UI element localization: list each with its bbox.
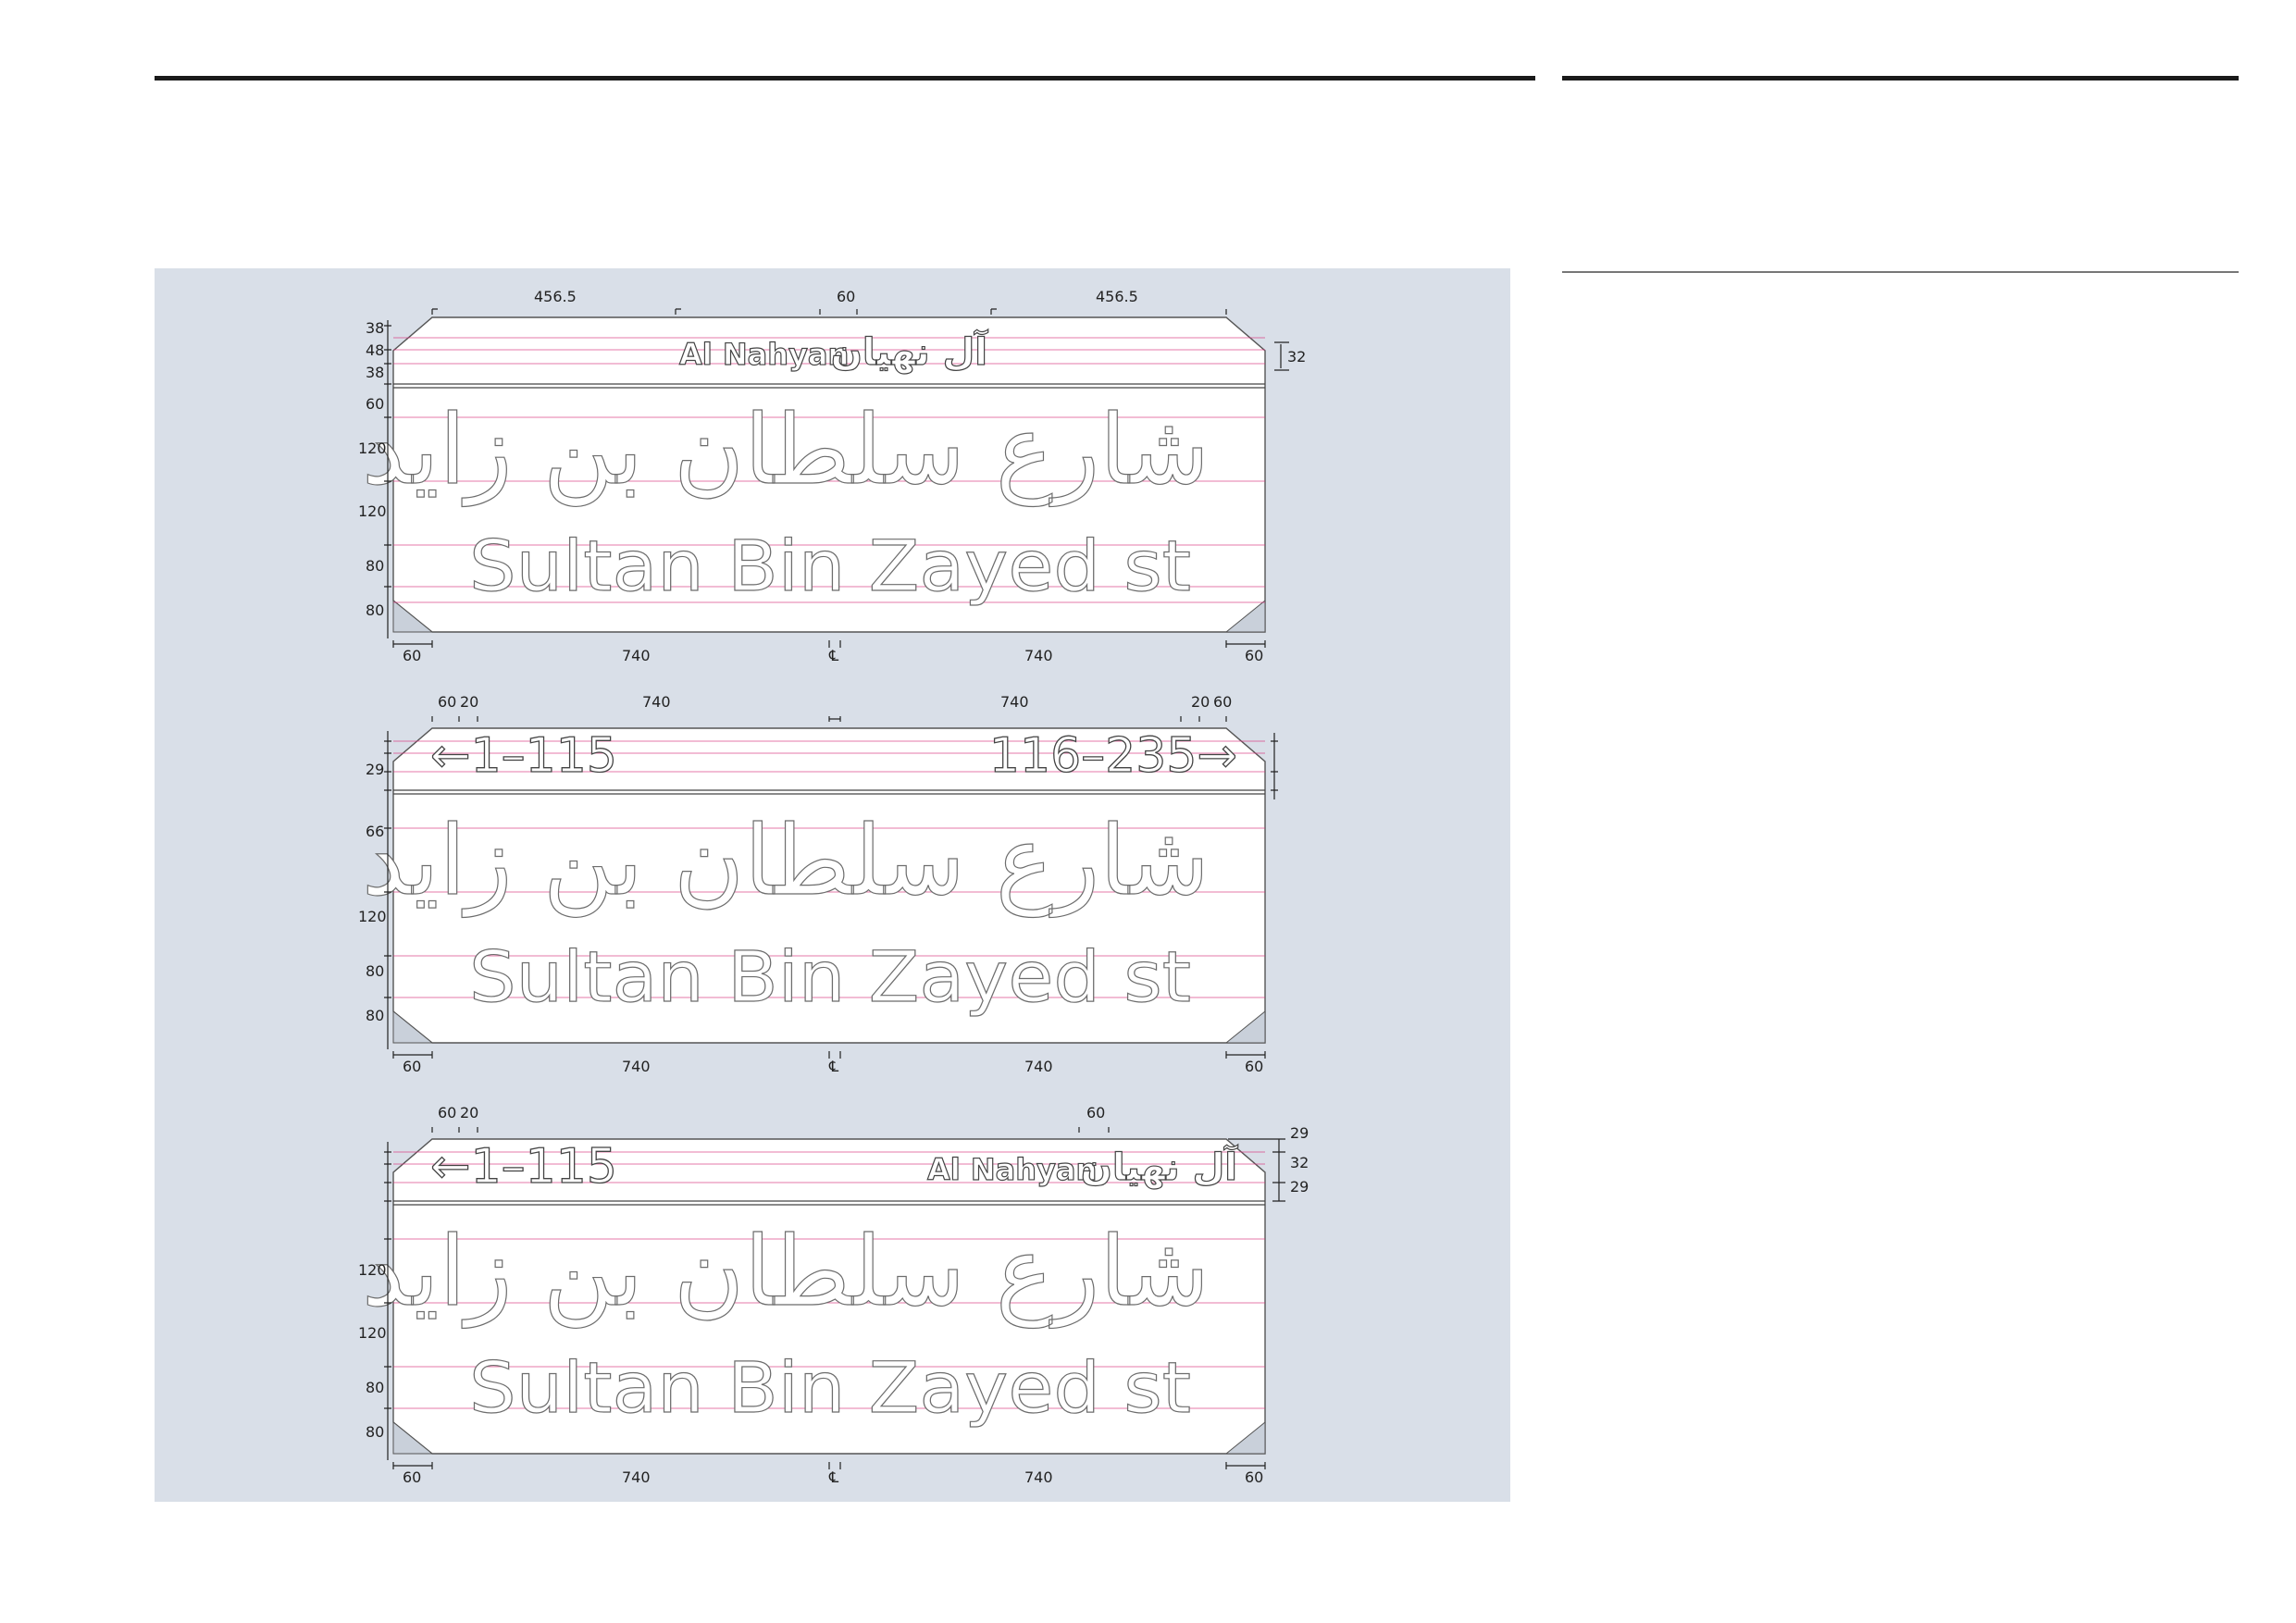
sign-3: ←1–115 Al Nahyan آل نهيان شارع سلطان بن …	[358, 1104, 1309, 1486]
sign-1-bottom-dim-4: 740	[1024, 647, 1053, 664]
sign-1-top-dim-3: 456.5	[1096, 288, 1138, 305]
sign-2-left-dim-3: 120	[358, 908, 387, 925]
sign-2-left-dim-2: 66	[366, 823, 384, 840]
sign-1-header-en: Al Nahyan	[679, 337, 849, 372]
sign-1-left-dim-6: 120	[358, 502, 387, 520]
sign-3-header-en: Al Nahyan	[927, 1152, 1097, 1187]
sign-3-left-dim-3: 80	[366, 1379, 384, 1396]
sign-3-right-dim-3: 29	[1290, 1178, 1309, 1196]
sign-1-header-ar: آل نهيان	[831, 328, 989, 374]
sign-2-guides	[393, 740, 1265, 998]
sign-2-bottom-dim-4: 740	[1024, 1058, 1053, 1075]
sign-2-bottom-dim-1: 60	[403, 1058, 421, 1075]
sign-1-left-dim-2: 48	[366, 341, 384, 359]
sign-2-right-dims	[1271, 733, 1278, 799]
sign-2-top-dim-4: 740	[1000, 693, 1029, 711]
sign-1-bottom-dim-1: 60	[403, 647, 421, 664]
sign-2-left-range: ←1–115	[430, 728, 617, 784]
sign-3-left-dim-2: 120	[358, 1324, 387, 1342]
sign-2-top-dim-6: 60	[1213, 693, 1232, 711]
sign-3-left-dim-1: 120	[358, 1261, 387, 1279]
sign-2-top-dim-1: 60	[438, 693, 456, 711]
sign-1-left-dim-8: 80	[366, 601, 384, 619]
sign-3-left-range: ←1–115	[430, 1139, 617, 1195]
sign-1-top-dim-2: 60	[837, 288, 855, 305]
sign-3-right-dim-2: 32	[1290, 1154, 1309, 1171]
sign-3-bottom-dim-1: 60	[403, 1468, 421, 1486]
sign-1-left-dim-1: 38	[366, 319, 384, 337]
sign-3-header-ar: آل نهيان	[1081, 1144, 1239, 1189]
sign-2-top-dim-3: 740	[642, 693, 671, 711]
sign-3-top-dim-2: 20	[460, 1104, 478, 1121]
sign-1-left-dim-3: 38	[366, 364, 384, 381]
sign-1-top-dim-1: 456.5	[534, 288, 577, 305]
sign-2-main-ar: شارع سلطان بن زايد	[362, 804, 1210, 918]
sign-3-main-en: Sultan Bin Zayed st	[469, 1346, 1191, 1429]
sign-3-bottom-dim-2: 740	[622, 1468, 651, 1486]
sign-1-left-dim-5: 120	[358, 440, 387, 457]
sidebar-divider	[1562, 271, 2239, 273]
sign-3-right-dim-1: 29	[1290, 1124, 1309, 1142]
sign-2-left-dim-4: 80	[366, 962, 384, 980]
sign-3-main-ar: شارع سلطان بن زايد	[362, 1215, 1210, 1329]
sign-2-left-dim-1: 29	[366, 761, 384, 778]
sign-2-top-dim-5: 20	[1191, 693, 1210, 711]
sign-1-main-en: Sultan Bin Zayed st	[469, 525, 1191, 607]
header-rule-right	[1562, 76, 2239, 81]
sign-drawings: Al Nahyan آل نهيان شارع سلطان بن زايد Su…	[358, 288, 1309, 1486]
sign-3-left-dim-4: 80	[366, 1423, 384, 1441]
sign-1-main-ar: شارع سلطان بن زايد	[362, 393, 1210, 507]
sign-2-bottom-dim-2: 740	[622, 1058, 651, 1075]
sign-2-main-en: Sultan Bin Zayed st	[469, 935, 1191, 1018]
sign-3-centerline: ℄	[828, 1468, 839, 1486]
sign-3-top-dim-3: 60	[1086, 1104, 1105, 1121]
sign-3-bottom-dim-5: 60	[1245, 1468, 1263, 1486]
sign-2-right-range: 116–235→	[989, 728, 1237, 784]
sign-1-guides	[393, 337, 1265, 603]
sign-2-left-dim-5: 80	[366, 1007, 384, 1024]
sign-2-top-dim-2: 20	[460, 693, 478, 711]
sign-1: Al Nahyan آل نهيان شارع سلطان بن زايد Su…	[358, 288, 1306, 664]
drawing-panel: Al Nahyan آل نهيان شارع سلطان بن زايد Su…	[155, 268, 1510, 1502]
sign-2: ←1–115 116–235→ شارع سلطان بن زايد Sulta…	[358, 693, 1278, 1075]
sign-3-top-dim-1: 60	[438, 1104, 456, 1121]
sign-1-bottom-dim-2: 740	[622, 647, 651, 664]
sign-2-bottom-dim-5: 60	[1245, 1058, 1263, 1075]
sign-3-guides	[393, 1151, 1265, 1409]
sign-1-bottom-dim-5: 60	[1245, 647, 1263, 664]
sign-3-bottom-dim-4: 740	[1024, 1468, 1053, 1486]
sign-2-centerline: ℄	[828, 1058, 839, 1075]
header-rule-left	[155, 76, 1535, 81]
sign-1-left-dim-4: 60	[366, 395, 384, 413]
sign-1-left-dim-7: 80	[366, 557, 384, 575]
sign-1-centerline: ℄	[828, 647, 839, 664]
sign-1-right-dim-1: 32	[1287, 348, 1306, 365]
